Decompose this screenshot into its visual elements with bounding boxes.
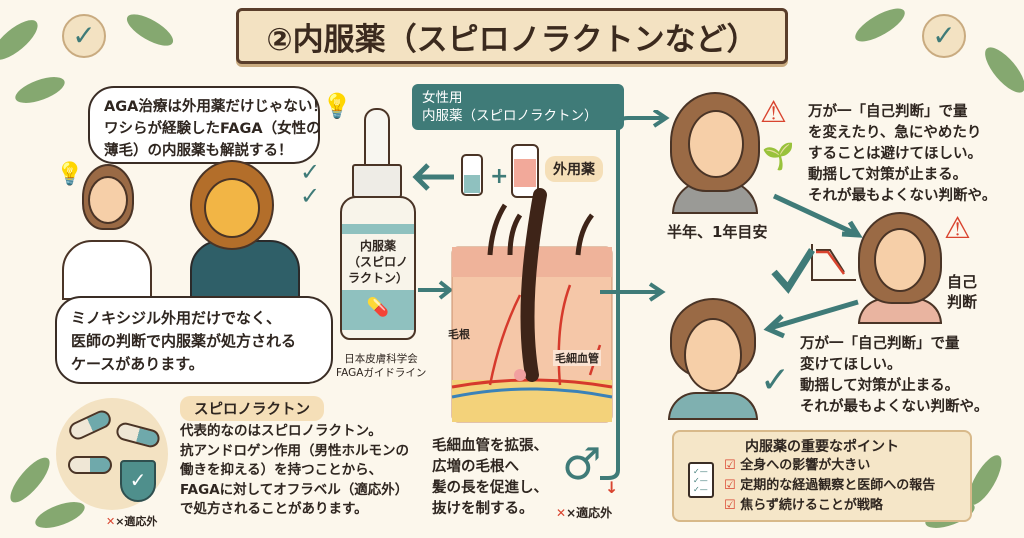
lightbulb-icon: 💡: [56, 162, 84, 187]
mechanism-text: 毛細血管を拡張、 広増の毛根へ 髪の長を促進し、 抜けを制する。: [432, 436, 548, 520]
warning-icon: ⚠: [944, 211, 971, 246]
key-point-text: 定期的な経過観察と医師への報告: [740, 478, 936, 493]
checkmark-icon: ✓: [62, 14, 106, 58]
capsule-icon: [114, 420, 162, 450]
guideline-caption: 日本皮膚科学会 FAGAガイドライン: [336, 352, 426, 380]
caption-line: FAGAガイドライン: [336, 367, 427, 379]
text-line: それが最もよくない判断や。: [800, 399, 989, 415]
key-points-box: 内服薬の重要なポイント ✓—✓—✓— ☑ 全身への影響が大きい ☑ 定期的な経過…: [672, 430, 972, 522]
key-point-item: ☑ 焦らず続けることが戦略: [724, 496, 935, 516]
text-line: 働きを抑える）を持つことから、: [180, 462, 383, 478]
off-label-text: ×適応外: [566, 506, 613, 520]
key-point-item: ☑ 定期的な経過観察と医師への報告: [724, 476, 935, 496]
capsule-icon: 💊: [342, 290, 414, 330]
bubble-line: AGA治療は外用薬だけじゃない！: [104, 99, 327, 115]
bottle-label-line: ラクトン）: [347, 271, 408, 285]
text-line: 判断: [947, 293, 978, 311]
down-arrow-icon: ↓: [605, 478, 619, 497]
capillary-label: 毛細血管: [553, 350, 601, 366]
spironolactone-heading: スピロノラクトン: [180, 396, 324, 421]
scalp-cross-section-diagram: [451, 188, 613, 423]
bubble-line: ミノキシジル外用だけでなく、: [71, 309, 282, 327]
bottle-cap: [352, 164, 402, 198]
text-line: することは避けてほしい。: [808, 146, 982, 162]
warning-text: 万が一「自己判断」で量 を変えたり、急にやめたり することは避けてほしい。 動揺…: [808, 102, 996, 207]
text-line: 毛細血管を拡張、: [432, 438, 548, 454]
doctor-coat: [62, 240, 152, 300]
label-line: 女性用: [422, 90, 463, 106]
bottle-dropper: [364, 108, 390, 168]
bottle-label-line: 内服薬: [359, 239, 396, 253]
checkbox-icon: ☑: [724, 458, 736, 473]
svg-text:+: +: [490, 164, 508, 189]
text-line: 動揺して対策が止まる。: [800, 378, 960, 394]
text-line: 抗アンドロゲン作用（男性ホルモンの: [180, 442, 409, 459]
checkmarks-icon: ✓✓: [300, 158, 321, 210]
lion-suit: [190, 240, 300, 300]
text-line: で処方されることがあります。: [180, 501, 368, 517]
text-line: 変けてほしい。: [800, 357, 902, 373]
page-title: ②内服薬（スピロノラクトンなど）: [236, 8, 788, 64]
oral-medicine-bottle: 内服薬 （スピロノ ラクトン） 💊: [340, 196, 416, 340]
flow-connector: [600, 110, 670, 480]
checkmark-icon: ✓: [922, 14, 966, 58]
text-line: 万が一「自己判断」で量: [808, 104, 968, 120]
lightbulb-icon: 💡: [322, 92, 352, 120]
bubble-line: ケースがあります。: [71, 355, 204, 373]
woman-shirt: [668, 392, 758, 420]
text-line: 広増の毛根へ: [432, 459, 519, 475]
shield-check-icon: ✓: [120, 460, 156, 502]
key-point-text: 焦らず続けることが戦略: [740, 498, 883, 513]
warning-icon: ⚠: [760, 95, 787, 130]
off-label-mark: ✕×適応外: [556, 506, 613, 520]
text-line: FAGAに対してオフラベル（適応外）: [180, 481, 409, 498]
hair-root-label: 毛根: [448, 328, 470, 341]
text-line: 動揺して対策が止まる。: [808, 167, 968, 183]
off-label-text: ×適応外: [115, 515, 158, 528]
bubble-line: 薄毛）の内服薬も解説する！: [104, 143, 293, 159]
topical-items: +: [412, 144, 539, 198]
worried-woman-avatar: [688, 110, 744, 178]
text-line: 万が一「自己判断」で量: [800, 336, 960, 352]
clipboard-icon: ✓—✓—✓—: [688, 462, 714, 498]
topical-medicine-badge: 外用薬: [545, 156, 603, 182]
advice-text: 万が一「自己判断」で量 変けてほしい。 動揺して対策が止まる。 それが最もよくな…: [800, 334, 988, 418]
sad-woman-avatar: [874, 228, 926, 292]
flow-arrows: [763, 193, 863, 339]
male-symbol-icon: ♂: [562, 439, 602, 490]
intro-speech-bubble: AGA治療は外用薬だけじゃない！ ワシらが経験したFAGA（女性の 薄毛）の内服…: [88, 86, 327, 164]
womens-oral-medicine-label: 女性用 内服薬（スピロノラクトン）: [412, 84, 624, 130]
happy-woman-avatar: [684, 318, 742, 392]
text-line: 自己: [947, 273, 978, 291]
bubble-line: ワシらが経験したFAGA（女性の: [104, 121, 321, 137]
arrow-left-icon: [412, 163, 454, 191]
capsule-icon: [66, 407, 114, 443]
note-speech-bubble: ミノキシジル外用だけでなく、 医師の判断で内服薬が処方される ケースがあります。: [55, 296, 333, 384]
capsules-illustration: ✓: [56, 398, 168, 510]
key-point-item: ☑ 全身への影響が大きい: [724, 456, 935, 476]
self-judgment-label: 自己 判断: [947, 272, 977, 312]
spironolactone-description: 代表的なのはスピロノラクトン。 抗アンドロゲン作用（男性ホルモンの 働きを抑える…: [180, 422, 409, 520]
key-points-title: 内服薬の重要なポイント: [745, 439, 899, 455]
text-line: 髪の長を促進し、: [432, 480, 548, 496]
label-line: 内服薬（スピロノラクトン）: [422, 108, 598, 124]
capsule-icon: [68, 456, 112, 474]
checkbox-icon: ☑: [724, 498, 736, 513]
doctor-avatar: [88, 176, 128, 224]
text-line: それが最もよくない判断や。: [808, 188, 997, 204]
lion-mascot-avatar: [204, 178, 260, 238]
text-line: 代表的なのはスピロノラクトン。: [180, 423, 382, 439]
checkbox-icon: ☑: [724, 478, 736, 493]
checkmark-icon: ✓: [760, 360, 791, 401]
arrow-right-icon: [418, 280, 454, 300]
text-line: 抜けを制する。: [432, 501, 534, 517]
caption-line: 日本皮膚科学会: [344, 353, 418, 365]
sprout-icon: 🌱: [762, 142, 795, 172]
bubble-line: 医師の判断で内服薬が処方される: [71, 332, 297, 350]
key-point-text: 全身への影響が大きい: [740, 458, 871, 473]
off-label-mark: ✕×適応外: [106, 515, 158, 528]
text-line: を変えたり、急にやめたり: [808, 125, 982, 141]
timeframe-label: 半年、1年目安: [667, 223, 768, 241]
bottle-label-line: （スピロノ: [347, 255, 408, 269]
